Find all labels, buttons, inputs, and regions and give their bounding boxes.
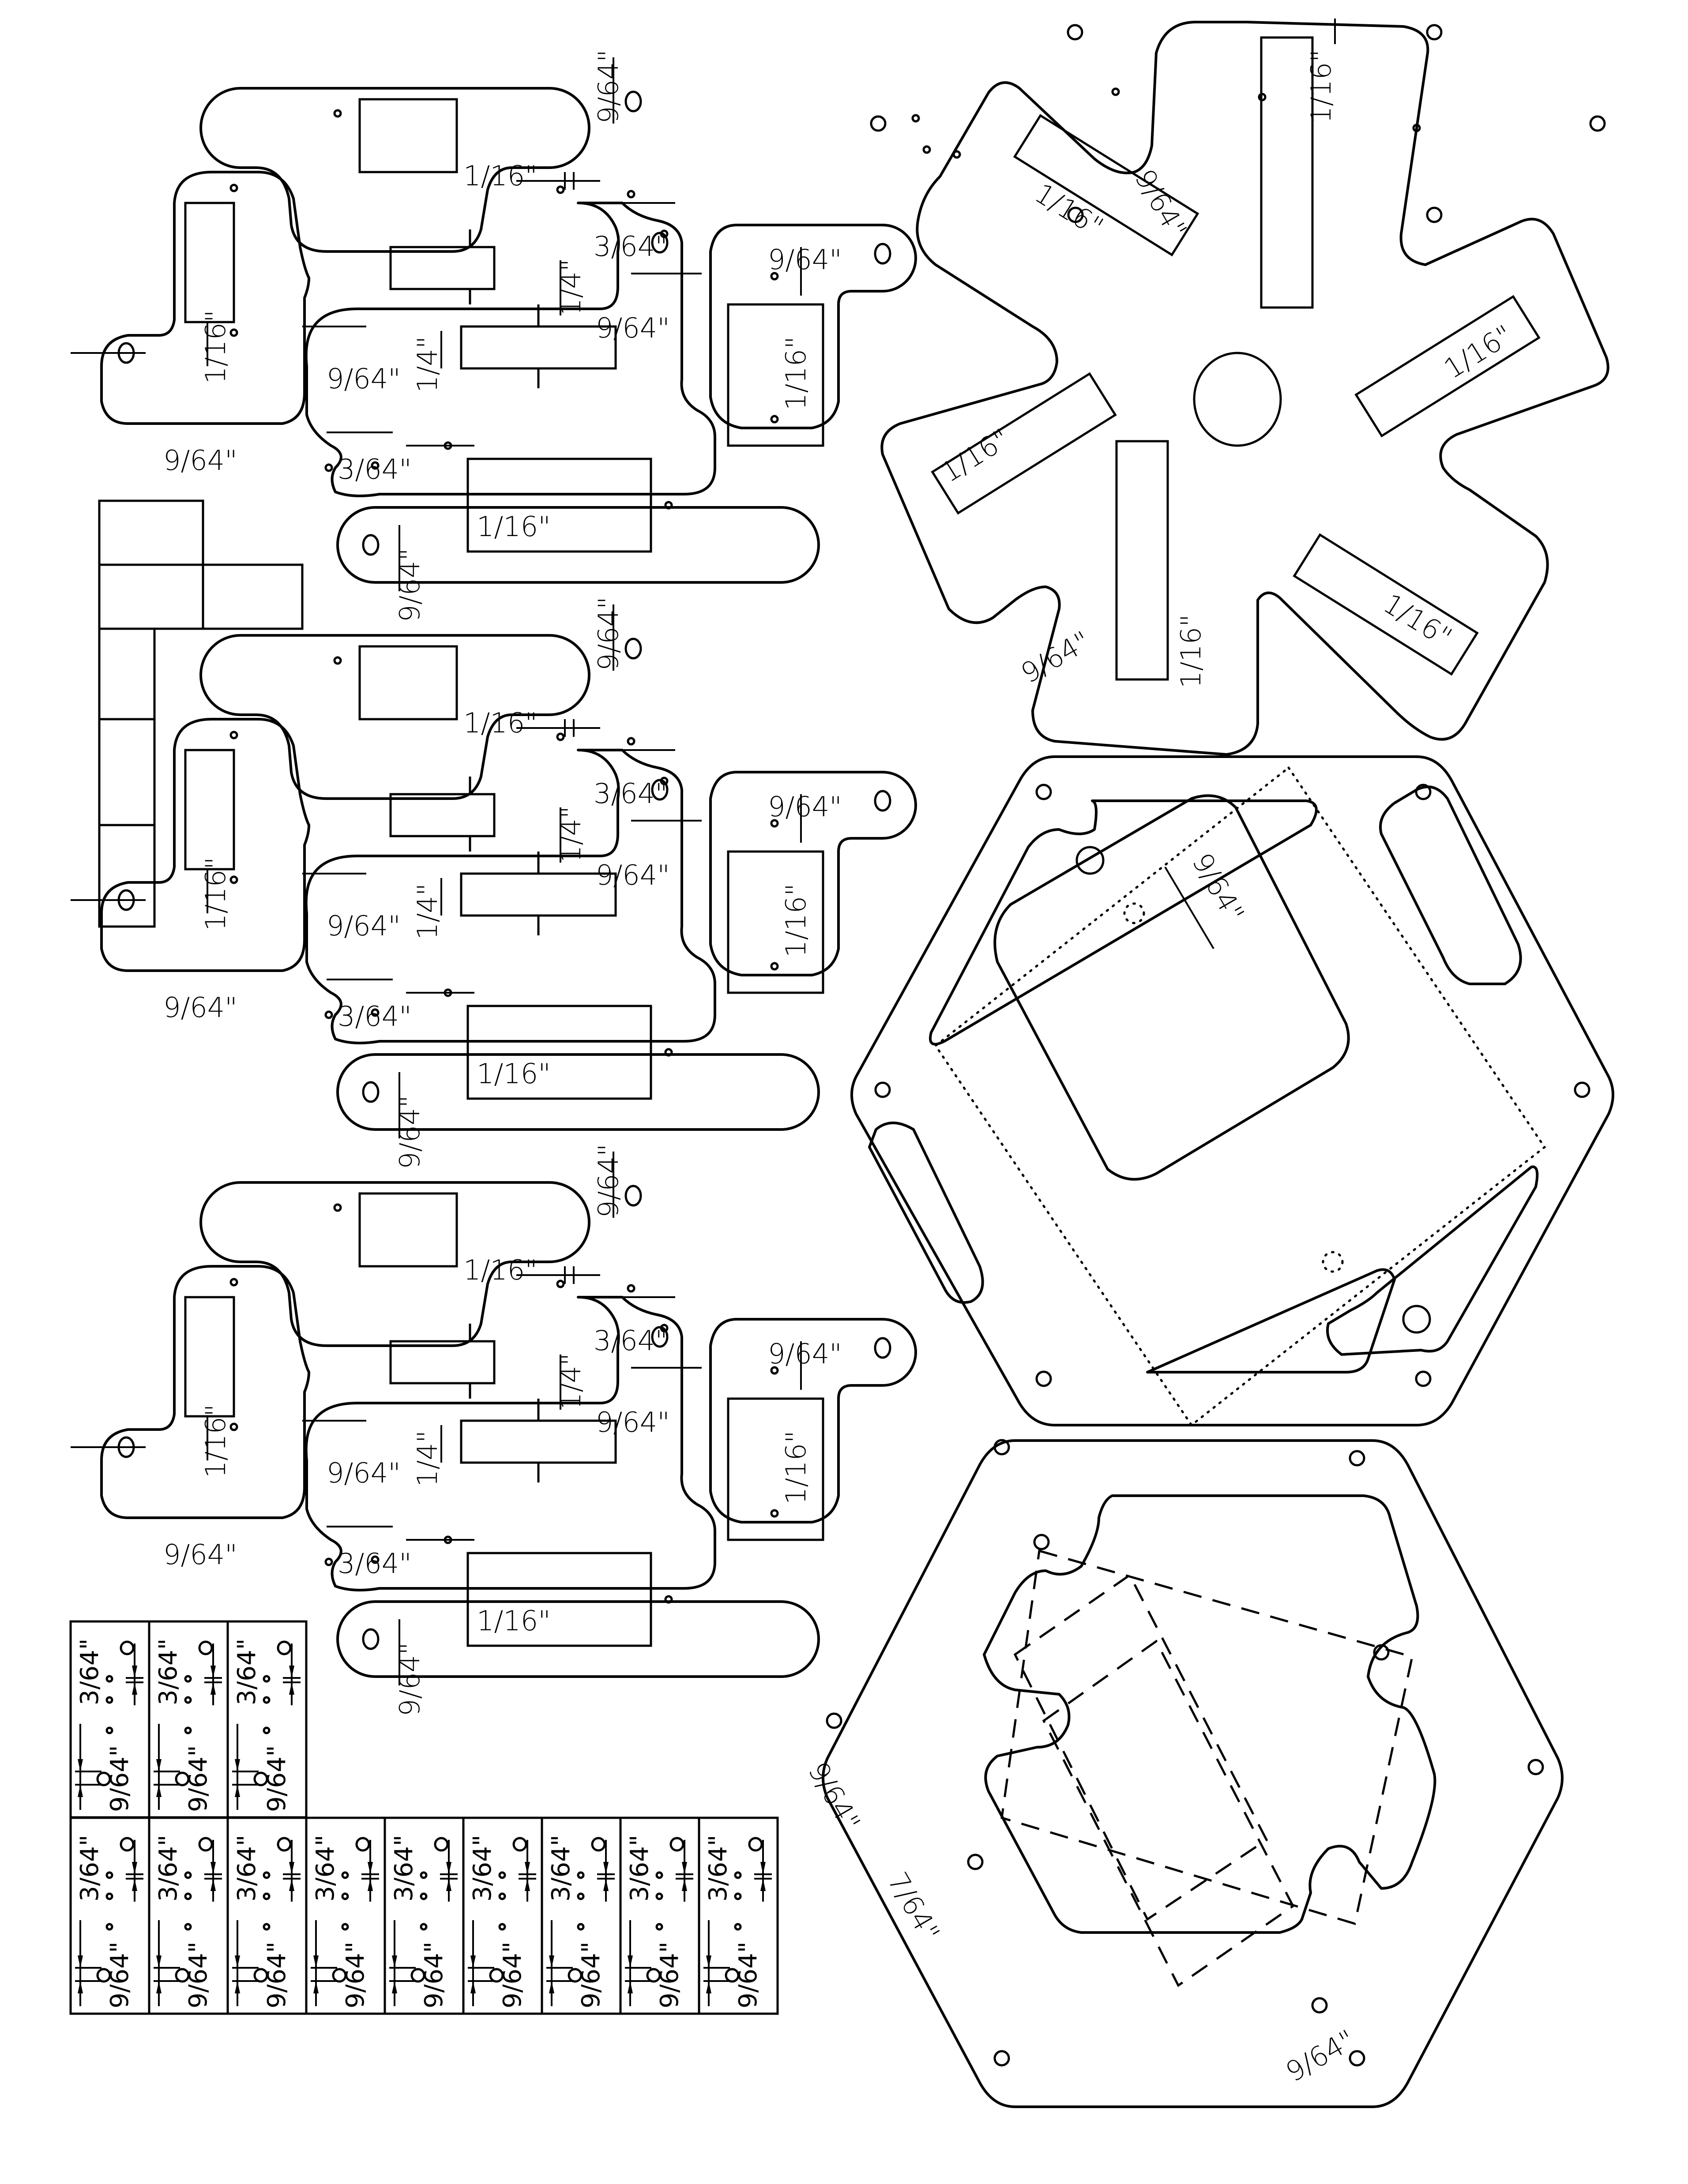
dim-label: 9/64" [802,1756,867,1837]
dim-label: 9/64" [327,910,401,942]
dim-label: 3/64" [547,1835,575,1902]
dim-label: 9/64" [498,1941,527,2008]
dim-label: 1/16" [463,1254,538,1286]
dim-label: 3/64" [311,1835,340,1902]
dim-label: 1/16" [1305,49,1337,124]
dim-label: 1/4" [411,883,444,940]
dim-label: 3/64" [233,1835,261,1902]
dim-label: 9/64" [596,859,670,891]
dim-label: 1/4" [411,336,444,393]
dim-label: 9/64" [105,1745,134,1812]
dim-label: 9/64" [592,1144,624,1218]
dim-label: 1/16" [463,707,538,739]
dim-label: 1/16" [463,160,538,192]
dim-label: 7/64" [881,1867,946,1947]
dim-label: 3/64" [75,1638,104,1705]
dim-label: 9/64" [163,444,237,477]
spacer-blocks [98,499,304,928]
dim-label: 9/64" [734,1941,763,2008]
dim-label: 3/64" [338,1000,412,1032]
dim-label: 9/64" [1280,2023,1361,2088]
dim-label: 9/64" [163,991,237,1024]
dim-label: 9/64" [1015,625,1096,690]
star-plate: 1/16" 1/16" 1/16" 1/16" 1/16" 1/16" 9/64… [870,19,1609,756]
dim-label: 3/64" [594,1325,668,1357]
dim-label: 9/64" [577,1941,605,2008]
dim-label: 9/64" [768,244,842,276]
dim-label: 3/64" [338,1547,412,1580]
dim-label: 9/64" [163,1539,237,1571]
dim-label: 1/16" [935,422,1015,489]
dim-label: 9/64" [394,548,426,622]
dim-label: 9/64" [655,1941,684,2008]
hex-plate-lower: 9/64" 7/64" 9/64" [802,1439,1564,2108]
dim-label: 1/4" [411,1430,444,1487]
link-module-1: 1/16" 9/64" 3/64" 1/4" 9/64" 9/64" 1/16"… [71,49,916,622]
dim-label: 9/64" [327,1457,401,1489]
dim-label: 9/64" [263,1745,291,1812]
dim-label: 3/64" [704,1835,733,1902]
dim-label: 1/16" [199,310,232,384]
dim-label: 1/16" [1378,587,1458,654]
dim-label: 9/64" [184,1745,213,1812]
dim-label: 1/16" [780,336,812,410]
dim-label: 9/64" [592,49,624,124]
bracket-tile: 3/64" 9/64" [383,1816,465,2015]
dim-label: 1/16" [780,883,812,957]
bracket-tiles: 3/64"9/64"3/64"9/64"3/64"9/64"3/64"9/64"… [69,1620,779,2015]
bracket-tile: 3/64" 9/64" [305,1816,386,2015]
dim-label: 1/16" [1029,177,1109,244]
dim-label: 3/64" [468,1835,497,1902]
bracket-tile: 3/64" 9/64" [462,1816,543,2015]
bracket-tile: 3/64" 9/64" [541,1816,622,2015]
dim-label: 1/16" [477,1058,551,1090]
dim-label: 9/64" [768,1338,842,1370]
dim-label: 9/64" [263,1941,291,2008]
link-module-2: 1/16" 9/64" 3/64" 1/4" 9/64" 9/64" 1/16"… [71,597,916,1169]
dim-label: 3/64" [594,230,668,263]
dim-label: 3/64" [338,453,412,485]
dim-label: 1/4" [555,1353,587,1410]
dim-label: 1/4" [555,806,587,863]
dim-label: 3/64" [625,1835,654,1902]
dim-label: 9/64" [105,1941,134,2008]
dim-label: 9/64" [394,1642,426,1716]
dim-label: 1/16" [477,510,551,543]
dim-label: 3/64" [233,1638,261,1705]
dim-label: 3/64" [154,1638,183,1705]
link-module-3: 1/16" 9/64" 3/64" 1/4" 9/64" 9/64" 1/16"… [71,1144,916,1716]
dim-label: 1/16" [1175,614,1207,688]
dim-label: 3/64" [594,777,668,810]
bracket-tile: 3/64" 9/64" [698,1816,779,2015]
dim-label: 1/16" [199,857,232,931]
bracket-tile: 3/64" 9/64" [148,1816,229,2015]
dim-label: 1/16" [780,1430,812,1505]
dim-label: 1/16" [477,1605,551,1637]
dim-label: 3/64" [390,1835,418,1902]
dim-label: 3/64" [75,1835,104,1902]
dim-label: 9/64" [420,1941,448,2008]
dim-label: 9/64" [592,597,624,671]
bracket-tile: 3/64" 9/64" [148,1620,229,1819]
bracket-tile: 3/64" 9/64" [69,1816,150,2015]
dim-label: 9/64" [596,312,670,344]
bracket-tile: 3/64" 9/64" [69,1620,150,1819]
dim-label: 9/64" [1186,848,1251,928]
hex-plate-upper: 9/64" [850,755,1614,1427]
bracket-tile: 3/64" 9/64" [226,1620,308,1819]
bracket-tile: 3/64" 9/64" [226,1816,308,2015]
dim-label: 9/64" [341,1941,370,2008]
dim-label: 9/64" [184,1941,213,2008]
dim-label: 9/64" [768,791,842,823]
dim-label: 9/64" [394,1095,426,1169]
dim-label: 9/64" [327,363,401,395]
dim-label: 9/64" [596,1406,670,1438]
dim-label: 3/64" [154,1835,183,1902]
dim-label: 1/4" [555,259,587,315]
dim-label: 1/16" [199,1404,232,1478]
bracket-tile: 3/64" 9/64" [619,1816,700,2015]
